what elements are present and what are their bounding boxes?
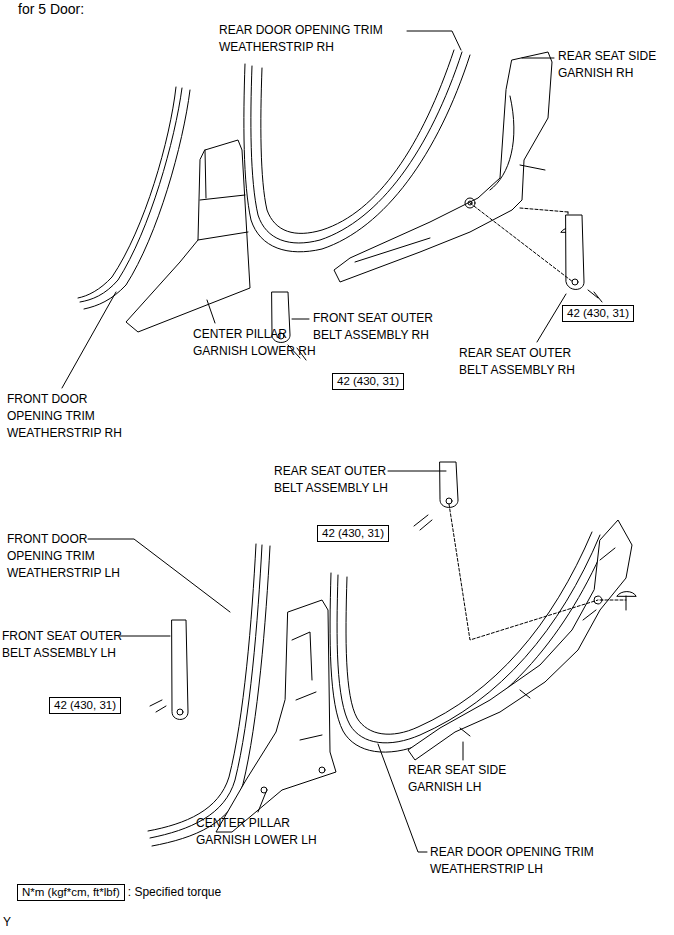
torque-box: 42 (430, 31) — [317, 525, 389, 542]
torque-value: 42 (430, 31) — [54, 699, 116, 711]
torque-value: 42 (430, 31) — [567, 307, 629, 319]
part-name: REAR SEAT SIDE GARNISH LH — [408, 762, 523, 796]
part-name: FRONT DOOR OPENING TRIM WEATHERSTRIP RH — [7, 391, 129, 442]
part-name: REAR SEAT OUTER BELT ASSEMBLY RH — [459, 345, 589, 379]
torque-value: 42 (430, 31) — [322, 527, 384, 539]
part-name: Y — [3, 914, 11, 931]
part-name: CENTER PILLAR GARNISH LOWER RH — [193, 326, 323, 360]
diagram-title: for 5 Door: — [18, 0, 84, 18]
part-name: REAR SEAT OUTER BELT ASSEMBLY LH — [274, 463, 404, 497]
torque-box: 42 (430, 31) — [49, 697, 121, 714]
part-name: REAR DOOR OPENING TRIM WEATHERSTRIP RH — [219, 22, 404, 56]
torque-box: 42 (430, 31) — [562, 305, 634, 322]
part-name: : Specified torque — [128, 884, 221, 901]
part-name: FRONT SEAT OUTER BELT ASSEMBLY RH — [313, 310, 443, 344]
part-name: CENTER PILLAR GARNISH LOWER LH — [196, 815, 326, 849]
torque-value: 42 (430, 31) — [337, 375, 399, 387]
legend-unit-box: N*m (kgf*cm, ft*lbf) — [17, 884, 125, 901]
part-name: FRONT DOOR OPENING TRIM WEATHERSTRIP LH — [7, 531, 129, 582]
torque-value: N*m (kgf*cm, ft*lbf) — [22, 886, 120, 898]
part-name: REAR DOOR OPENING TRIM WEATHERSTRIP LH — [430, 844, 615, 878]
part-name: FRONT SEAT OUTER BELT ASSEMBLY LH — [2, 628, 132, 662]
torque-box: 42 (430, 31) — [332, 373, 404, 390]
part-name: REAR SEAT SIDE GARNISH RH — [558, 48, 670, 82]
